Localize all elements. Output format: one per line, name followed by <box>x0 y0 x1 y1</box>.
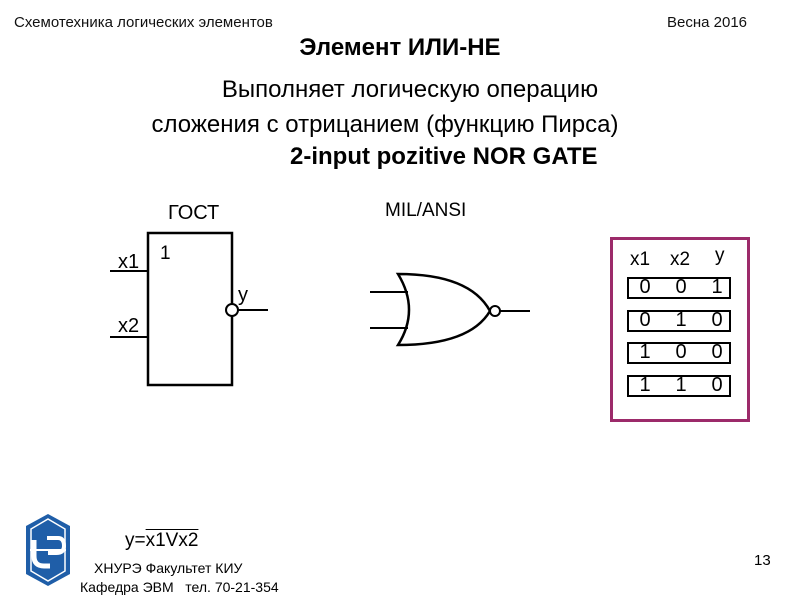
gate-subtitle: 2-input pozitive NOR GATE <box>290 143 598 170</box>
page-number: 13 <box>754 552 771 569</box>
truth-table-cell: 1 <box>675 309 687 331</box>
truth-table-header-y: y <box>715 245 725 266</box>
truth-table-cell: 1 <box>639 374 651 396</box>
course-title: Схемотехника логических элементов <box>14 14 273 31</box>
description-line-2: сложения с отрицанием (функцию Пирса) <box>151 111 619 138</box>
truth-table-row: 1 1 0 <box>627 374 731 397</box>
term-label: Весна 2016 <box>667 14 748 31</box>
truth-table-row: 0 0 1 <box>627 276 731 299</box>
truth-table-header-x2: x2 <box>670 249 691 270</box>
university-logo <box>26 514 70 586</box>
gost-output-label: y <box>238 284 248 306</box>
truth-table <box>610 237 750 422</box>
ansi-gate-body <box>395 272 492 347</box>
truth-table-cell: 1 <box>675 374 687 396</box>
gost-label: ГОСТ <box>168 202 220 224</box>
gost-input-1-label: x1 <box>118 251 140 273</box>
description-line-1: Выполняет логическую операцию <box>221 76 599 103</box>
truth-table-cell: 0 <box>711 309 723 331</box>
gost-function-mark: 1 <box>160 243 171 264</box>
formula-prefix: y= <box>125 530 146 551</box>
ansi-nor-symbol <box>370 272 530 347</box>
truth-table-cell: 1 <box>711 276 723 298</box>
ansi-inversion-bubble <box>489 305 501 317</box>
gost-inversion-bubble <box>225 303 239 317</box>
truth-table-cell: 1 <box>639 341 651 363</box>
truth-table-cell: 0 <box>639 276 651 298</box>
truth-table-cell: 0 <box>675 276 687 298</box>
footer-faculty: ХНУРЭ Факультет КИУ <box>94 560 243 576</box>
truth-table-cell: 0 <box>711 341 723 363</box>
gost-input-2-label: x2 <box>118 315 140 337</box>
gost-nor-symbol <box>110 231 268 387</box>
truth-table-row: 1 0 0 <box>627 341 731 364</box>
mil-ansi-label: MIL/ANSI <box>385 200 467 221</box>
truth-table-cell: 0 <box>675 341 687 363</box>
slide-title: Элемент ИЛИ-НЕ <box>299 34 501 61</box>
truth-table-header-x1: x1 <box>630 249 651 270</box>
truth-table-row: 0 1 0 <box>627 309 731 332</box>
nor-formula: y=x1Vx2 <box>125 530 198 552</box>
formula-negated-term: x1Vx2 <box>145 530 199 551</box>
truth-table-cell: 0 <box>639 309 651 331</box>
truth-table-cell: 0 <box>711 374 723 396</box>
footer-department: Кафедра ЭВМ тел. 70-21-354 <box>80 579 279 595</box>
